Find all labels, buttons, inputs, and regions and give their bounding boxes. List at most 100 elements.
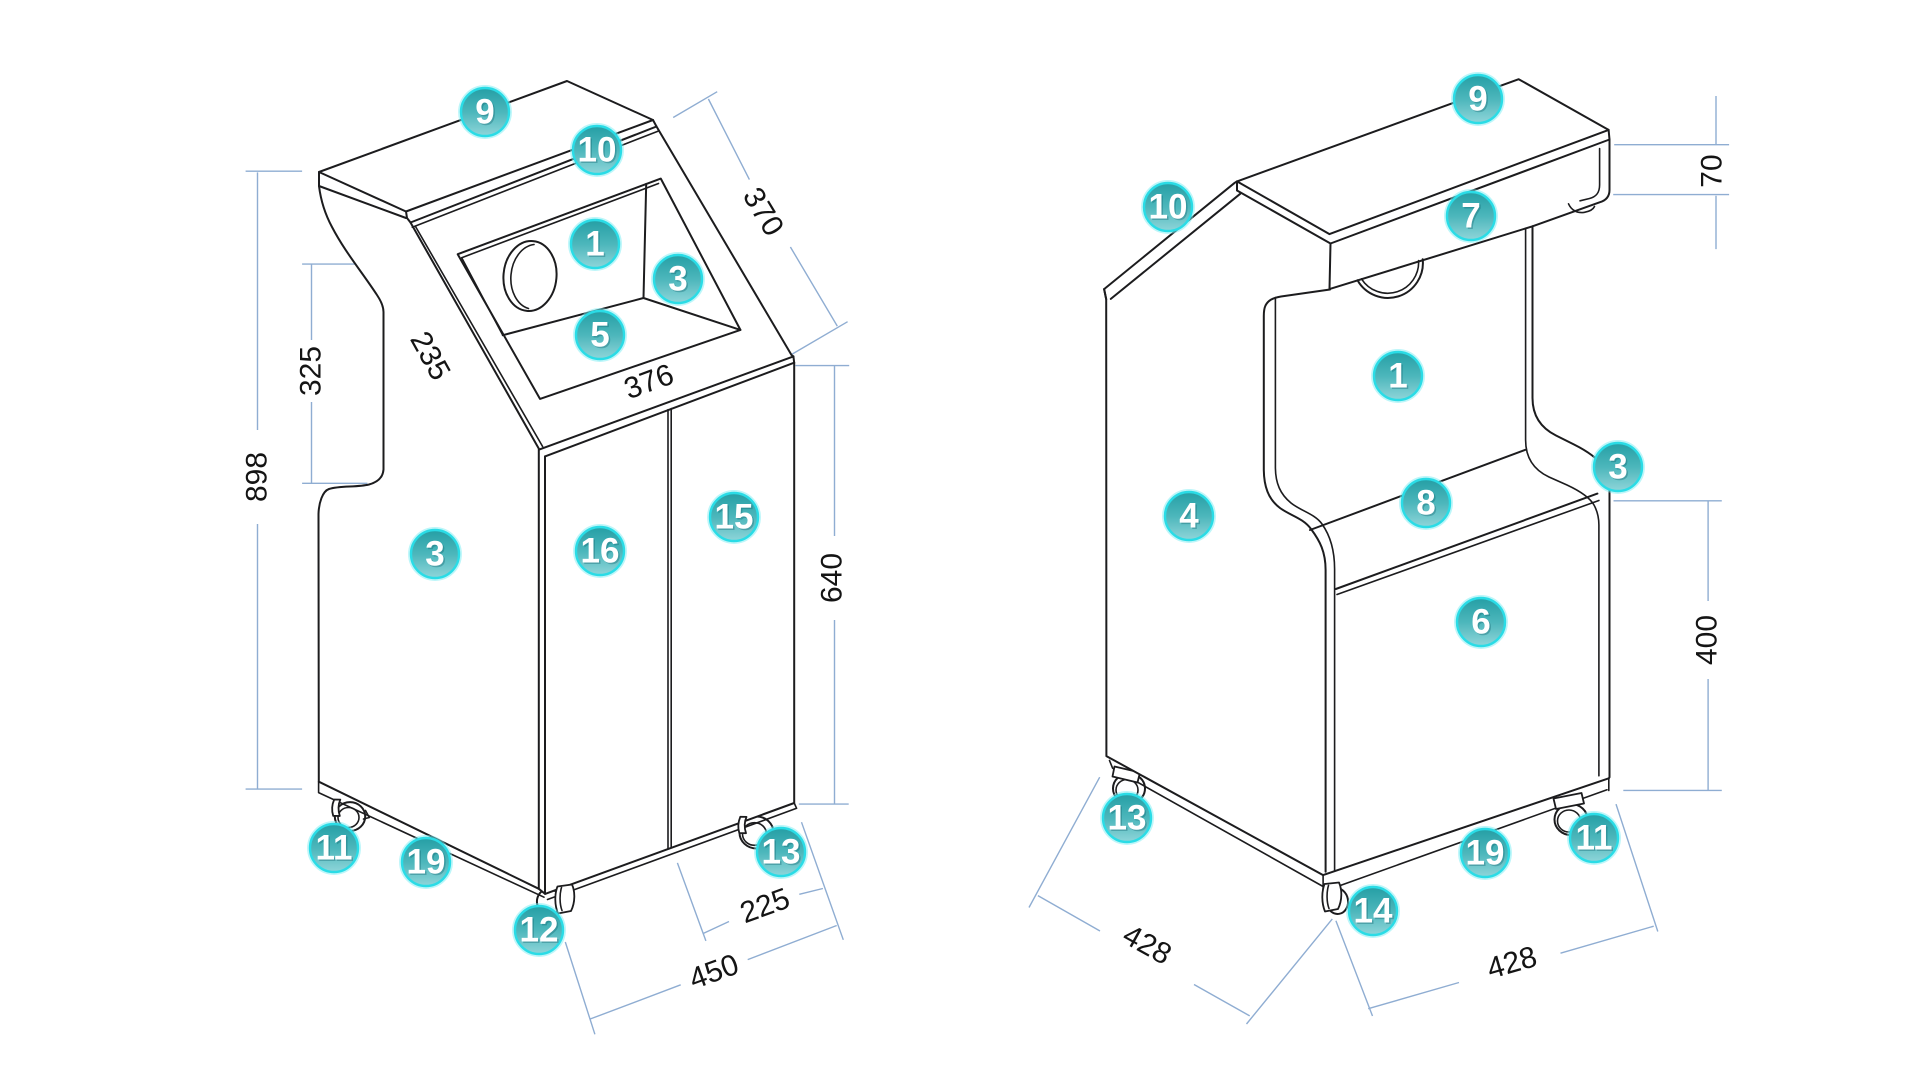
callout-number-shadow: 10 [1150, 189, 1189, 228]
callout-badge-9: 99 [1451, 72, 1505, 126]
edge-line [1103, 192, 1242, 301]
callout-number: 11 [316, 829, 353, 868]
callout-badge-9: 99 [458, 85, 512, 139]
cabinet-front-doors [537, 355, 796, 895]
callout-number: 19 [1466, 834, 1505, 873]
callout-number-shadow: 9 [477, 94, 496, 133]
caster-14-bracket [1321, 881, 1343, 913]
badge-glow [573, 524, 627, 578]
callout-badge-3: 33 [408, 527, 462, 581]
callout-number-shadow: 3 [1610, 449, 1629, 488]
callout-number: 6 [1471, 603, 1490, 642]
badge-circle [400, 836, 452, 888]
callout-number-shadow: 11 [317, 830, 354, 869]
dimension-line [302, 263, 368, 484]
callout-number: 16 [581, 532, 620, 571]
right-side-panel [1524, 228, 1600, 777]
callout-number-shadow: 10 [579, 132, 618, 171]
badge-circle [569, 218, 621, 270]
edge-line [409, 221, 540, 450]
callout-number-shadow: 19 [1467, 835, 1506, 874]
callout-number: 5 [590, 316, 609, 355]
callout-number-shadow: 1 [587, 226, 606, 265]
badge-circle [652, 253, 704, 305]
callout-badge-6: 66 [1454, 595, 1508, 649]
callout-number: 13 [1108, 799, 1147, 838]
badge-circle [1163, 490, 1215, 542]
callout-number-shadow: 8 [1418, 485, 1437, 524]
dimension-label-428: 428 [1117, 918, 1177, 971]
callout-number-shadow: 13 [1109, 800, 1148, 839]
dimension-line [672, 91, 848, 356]
dimension-line [1613, 500, 1722, 792]
dimension-label-640: 640 [816, 553, 849, 603]
edge-line-thin [362, 809, 371, 820]
callout-number: 8 [1416, 484, 1435, 523]
callout-number-shadow: 11 [1577, 820, 1614, 859]
callout-number: 10 [1149, 188, 1188, 227]
dimension-label-898: 898 [241, 452, 274, 502]
caster-brackets-right [1111, 765, 1585, 913]
edge-line [501, 182, 742, 337]
figure-rear-left-view [1028, 78, 1730, 1025]
edge-line-thin [1274, 296, 1336, 872]
badge-circle [1452, 73, 1504, 125]
callout-number-shadow: 6 [1473, 604, 1492, 643]
badge-glow [512, 903, 566, 957]
callout-number-shadow: 1 [1390, 358, 1409, 397]
edge-line-thin [1567, 203, 1596, 214]
callout-number-shadow: 16 [582, 533, 621, 572]
badge-circle [1459, 827, 1511, 879]
callout-number: 14 [1354, 892, 1393, 931]
callout-number: 9 [475, 93, 494, 132]
callout-number: 3 [425, 535, 444, 574]
badge-glow [754, 825, 808, 879]
callout-number-shadow: 12 [521, 912, 560, 951]
edge-line [1262, 288, 1331, 873]
dimension-line [795, 364, 850, 805]
badge-circle [1400, 477, 1452, 529]
callout-number-shadow: 13 [763, 834, 802, 873]
callout-badge-1: 11 [568, 217, 622, 271]
callout-number: 3 [668, 260, 687, 299]
edge-line-thin [667, 407, 672, 850]
badge-circle [1592, 441, 1644, 493]
dimension-lines-right [1028, 96, 1730, 1025]
caster-bracket [1552, 792, 1585, 810]
callout-badge-3: 33 [1591, 440, 1645, 494]
edge-line [537, 448, 546, 895]
callout-number: 9 [1468, 80, 1487, 119]
callout-number-shadow: 3 [427, 536, 446, 575]
badge-circle [409, 528, 461, 580]
callout-badge-4: 44 [1162, 489, 1216, 543]
badge-circle [574, 525, 626, 577]
callout-number-shadow: 15 [716, 499, 755, 538]
edge-line [318, 119, 658, 224]
caster-brackets-left [331, 798, 748, 915]
callout-number: 10 [578, 131, 617, 170]
edge-line-thin [460, 182, 660, 336]
edge-line-thin [1579, 147, 1601, 202]
callout-number: 15 [715, 498, 754, 537]
edge-line-thin [317, 780, 545, 898]
callout-number: 1 [585, 225, 604, 264]
callout-number: 13 [762, 833, 801, 872]
badge-circle [1142, 181, 1194, 233]
edge-line-thin [510, 243, 535, 310]
dimension-label-70: 70 [1696, 154, 1729, 187]
callout-badge-7: 77 [1444, 189, 1498, 243]
callout-number: 1 [1388, 357, 1407, 396]
callout-number: 7 [1461, 197, 1480, 236]
badge-circle [1455, 596, 1507, 648]
badge-circle [571, 124, 623, 176]
caster-bracket [737, 815, 748, 835]
cabinet-silhouette-left [317, 80, 796, 895]
callout-badge-5: 55 [573, 308, 627, 362]
badge-circle [708, 491, 760, 543]
